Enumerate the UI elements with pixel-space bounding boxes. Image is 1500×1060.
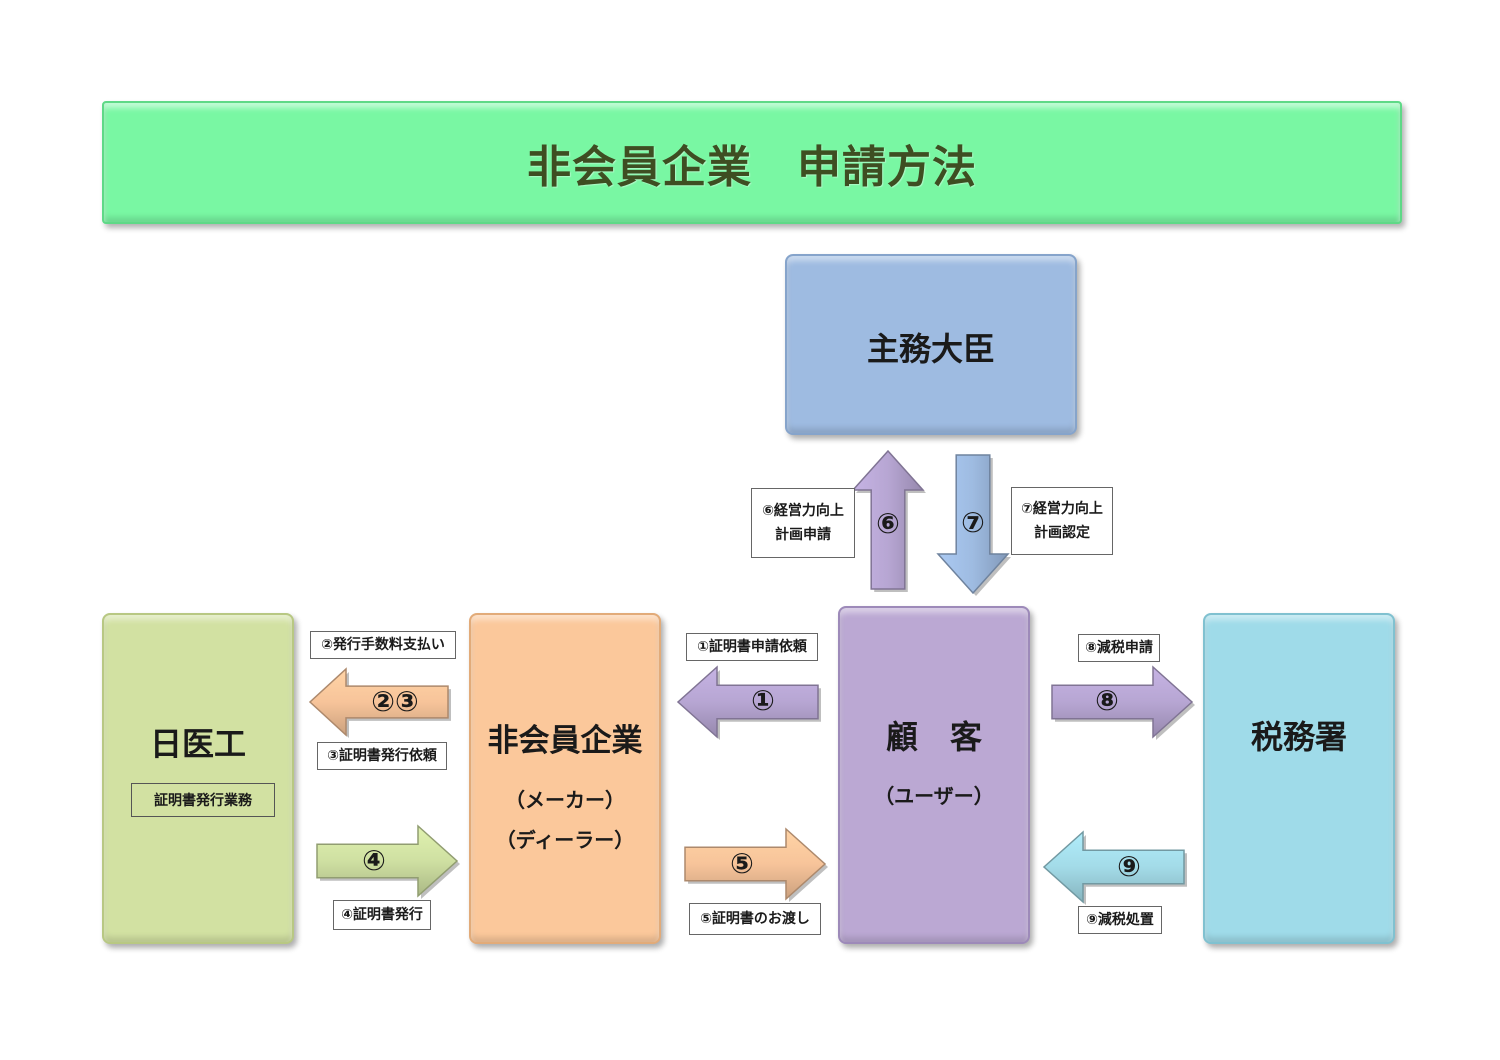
page-title: 非会員企業 申請方法 <box>527 141 977 193</box>
node-nichiiko-inner-label: 証明書発行業務 <box>131 783 275 817</box>
title-bar: 非会員企業 申請方法 <box>102 101 1402 224</box>
node-tax-name: 税務署 <box>1250 718 1347 756</box>
node-customer-sub1: （ユーザー） <box>874 784 994 808</box>
arrow-2-3-body <box>308 667 449 737</box>
node-hikaiin: 非会員企業 （メーカー） （ディーラー） <box>469 613 661 944</box>
label-step-2: ②発行手数料支払い <box>310 631 456 659</box>
node-customer-name: 顧 客 <box>885 718 982 756</box>
arrow-8: ⑧ <box>1051 665 1195 740</box>
label-step-7-line1: ⑦経営力向上 <box>1021 500 1103 517</box>
arrow-7-number: ⑦ <box>961 506 985 539</box>
node-hikaiin-sub2: （ディーラー） <box>495 828 635 852</box>
arrow-4-shape <box>316 824 460 899</box>
label-step-3: ③証明書発行依頼 <box>317 742 447 770</box>
arrow-1-body <box>676 665 819 739</box>
arrow-2-3-shape <box>308 667 451 738</box>
arrow-6-shape <box>851 449 926 592</box>
node-hikaiin-name: 非会員企業 <box>487 723 643 759</box>
label-step-1: ①証明書申請依頼 <box>686 633 818 661</box>
arrow-7-body <box>936 454 1010 595</box>
label-step-8: ⑧減税申請 <box>1078 634 1160 662</box>
label-step-9: ⑨減税処置 <box>1078 906 1162 934</box>
node-tax: 税務署 <box>1203 613 1395 944</box>
label-step-6: ⑥経営力向上 計画申請 <box>751 488 855 558</box>
arrow-4-body <box>316 824 459 898</box>
label-step-6-line1: ⑥経営力向上 <box>762 502 844 519</box>
arrow-9-number: ⑨ <box>1117 850 1141 883</box>
arrow-1-number: ① <box>751 684 775 717</box>
node-minister-name: 主務大臣 <box>866 330 995 368</box>
arrow-1-shape <box>676 665 821 740</box>
arrow-9-shape <box>1042 830 1187 905</box>
arrow-9: ⑨ <box>1042 830 1187 905</box>
label-step-7: ⑦経営力向上 計画認定 <box>1011 487 1113 555</box>
label-step-6-line2: 計画申請 <box>775 527 831 543</box>
arrow-6-number: ⑥ <box>876 507 900 540</box>
arrow-8-shape <box>1051 665 1195 740</box>
node-hikaiin-sub1: （メーカー） <box>505 788 625 812</box>
label-step-7-line2: 計画認定 <box>1034 525 1090 541</box>
node-minister: 主務大臣 <box>785 254 1077 435</box>
arrow-5-number: ⑤ <box>730 847 754 880</box>
node-customer: 顧 客 （ユーザー） <box>838 606 1030 944</box>
arrow-2-3-number: ②③ <box>371 685 419 718</box>
arrow-4-number: ④ <box>362 844 386 877</box>
arrow-6: ⑥ <box>851 449 926 592</box>
arrow-5-body <box>684 827 827 901</box>
arrow-7: ⑦ <box>936 454 1011 596</box>
arrow-4: ④ <box>316 824 460 899</box>
arrow-9-body <box>1042 830 1185 904</box>
arrow-2-3: ②③ <box>308 667 451 738</box>
arrow-5: ⑤ <box>684 827 828 902</box>
arrow-1: ① <box>676 665 821 740</box>
node-nichiiko: 日医工 <box>102 613 294 944</box>
arrow-6-body <box>851 449 925 590</box>
arrow-5-shape <box>684 827 828 902</box>
label-step-5: ⑤証明書のお渡し <box>689 903 821 935</box>
arrow-7-shape <box>936 454 1011 596</box>
node-nichiiko-name: 日医工 <box>149 725 246 763</box>
arrow-8-body <box>1051 665 1194 739</box>
label-step-4: ④証明書発行 <box>333 900 431 930</box>
arrow-8-number: ⑧ <box>1095 684 1119 717</box>
